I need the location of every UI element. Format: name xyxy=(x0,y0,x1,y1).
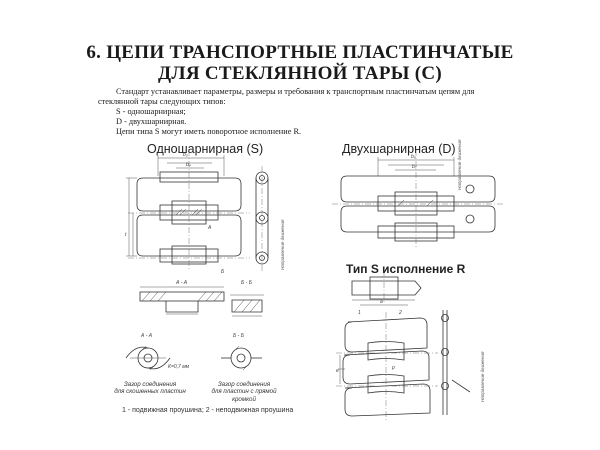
movement-direction-double: Направление движения xyxy=(457,139,462,190)
mark-b-single: Б xyxy=(221,269,225,275)
section-aa-label: А - А xyxy=(140,333,153,339)
section-aa-top-drawing xyxy=(139,286,225,315)
page-subtitle: ДЛЯ СТЕКЛЯННОЙ ТАРЫ (С) xyxy=(157,63,443,84)
mark-a-single: А xyxy=(207,225,212,231)
dim-t: t xyxy=(125,232,127,238)
heading-double-hinge: Двухшарнирная (D) xyxy=(342,142,456,156)
dim-b4: b₄ xyxy=(186,162,191,168)
mark-1: 1 xyxy=(358,310,361,316)
intro-line-5: Цепи типа S могут иметь поворотное испол… xyxy=(116,127,302,136)
section-bb-label: Б - Б xyxy=(233,333,245,339)
page-title: 6. ЦЕПИ ТРАНСПОРТНЫЕ ПЛАСТИНЧАТЫЕ xyxy=(86,42,514,63)
movement-direction-single: Направление движения xyxy=(280,219,285,270)
double-hinge-plan-drawing xyxy=(332,150,505,248)
single-hinge-side-drawing xyxy=(255,166,269,272)
single-hinge-plan-drawing xyxy=(126,150,250,270)
joint-section-round-drawing xyxy=(125,345,171,371)
joint-section-straight-drawing xyxy=(221,345,262,371)
section-bb-top-drawing xyxy=(230,294,264,317)
heading-rotary-r: Тип S исполнение R xyxy=(346,262,466,276)
caption-gap-straight: Зазор соединения для пластин с прямой кр… xyxy=(211,381,277,403)
heading-single-hinge: Одношарнирная (S) xyxy=(147,142,264,156)
intro-line-2: стеклянной тары следующих типов: xyxy=(98,97,226,106)
caption-gap-round: Зазор соединения для скошенных пластин xyxy=(114,381,186,396)
gap-k-value: К=0,7 мм xyxy=(168,364,190,370)
rotary-plan-drawing xyxy=(336,310,471,420)
mark-2: 2 xyxy=(398,310,402,316)
intro-line-4: D - двухшарнирная. xyxy=(116,117,187,126)
dim-e: e xyxy=(336,368,339,374)
movement-direction-rotary: Направление движения xyxy=(480,351,485,402)
dim-b3: b₃ xyxy=(183,152,188,158)
section-bb-top-label: Б - Б xyxy=(241,280,253,286)
dim-b5: b₅ xyxy=(411,154,416,160)
rotary-top-drawing xyxy=(351,271,422,306)
intro-line-3: S - одношарнирная; xyxy=(116,107,186,116)
dim-b7: b₇ xyxy=(412,164,417,170)
dim-p: p xyxy=(391,365,395,371)
dim-a: a xyxy=(380,299,383,305)
intro-line-1: Стандарт устанавливает параметры, размер… xyxy=(116,87,475,96)
section-aa-top-label: А - А xyxy=(175,280,188,286)
footnote: 1 - подвижная проушина; 2 - неподвижная … xyxy=(122,407,294,414)
